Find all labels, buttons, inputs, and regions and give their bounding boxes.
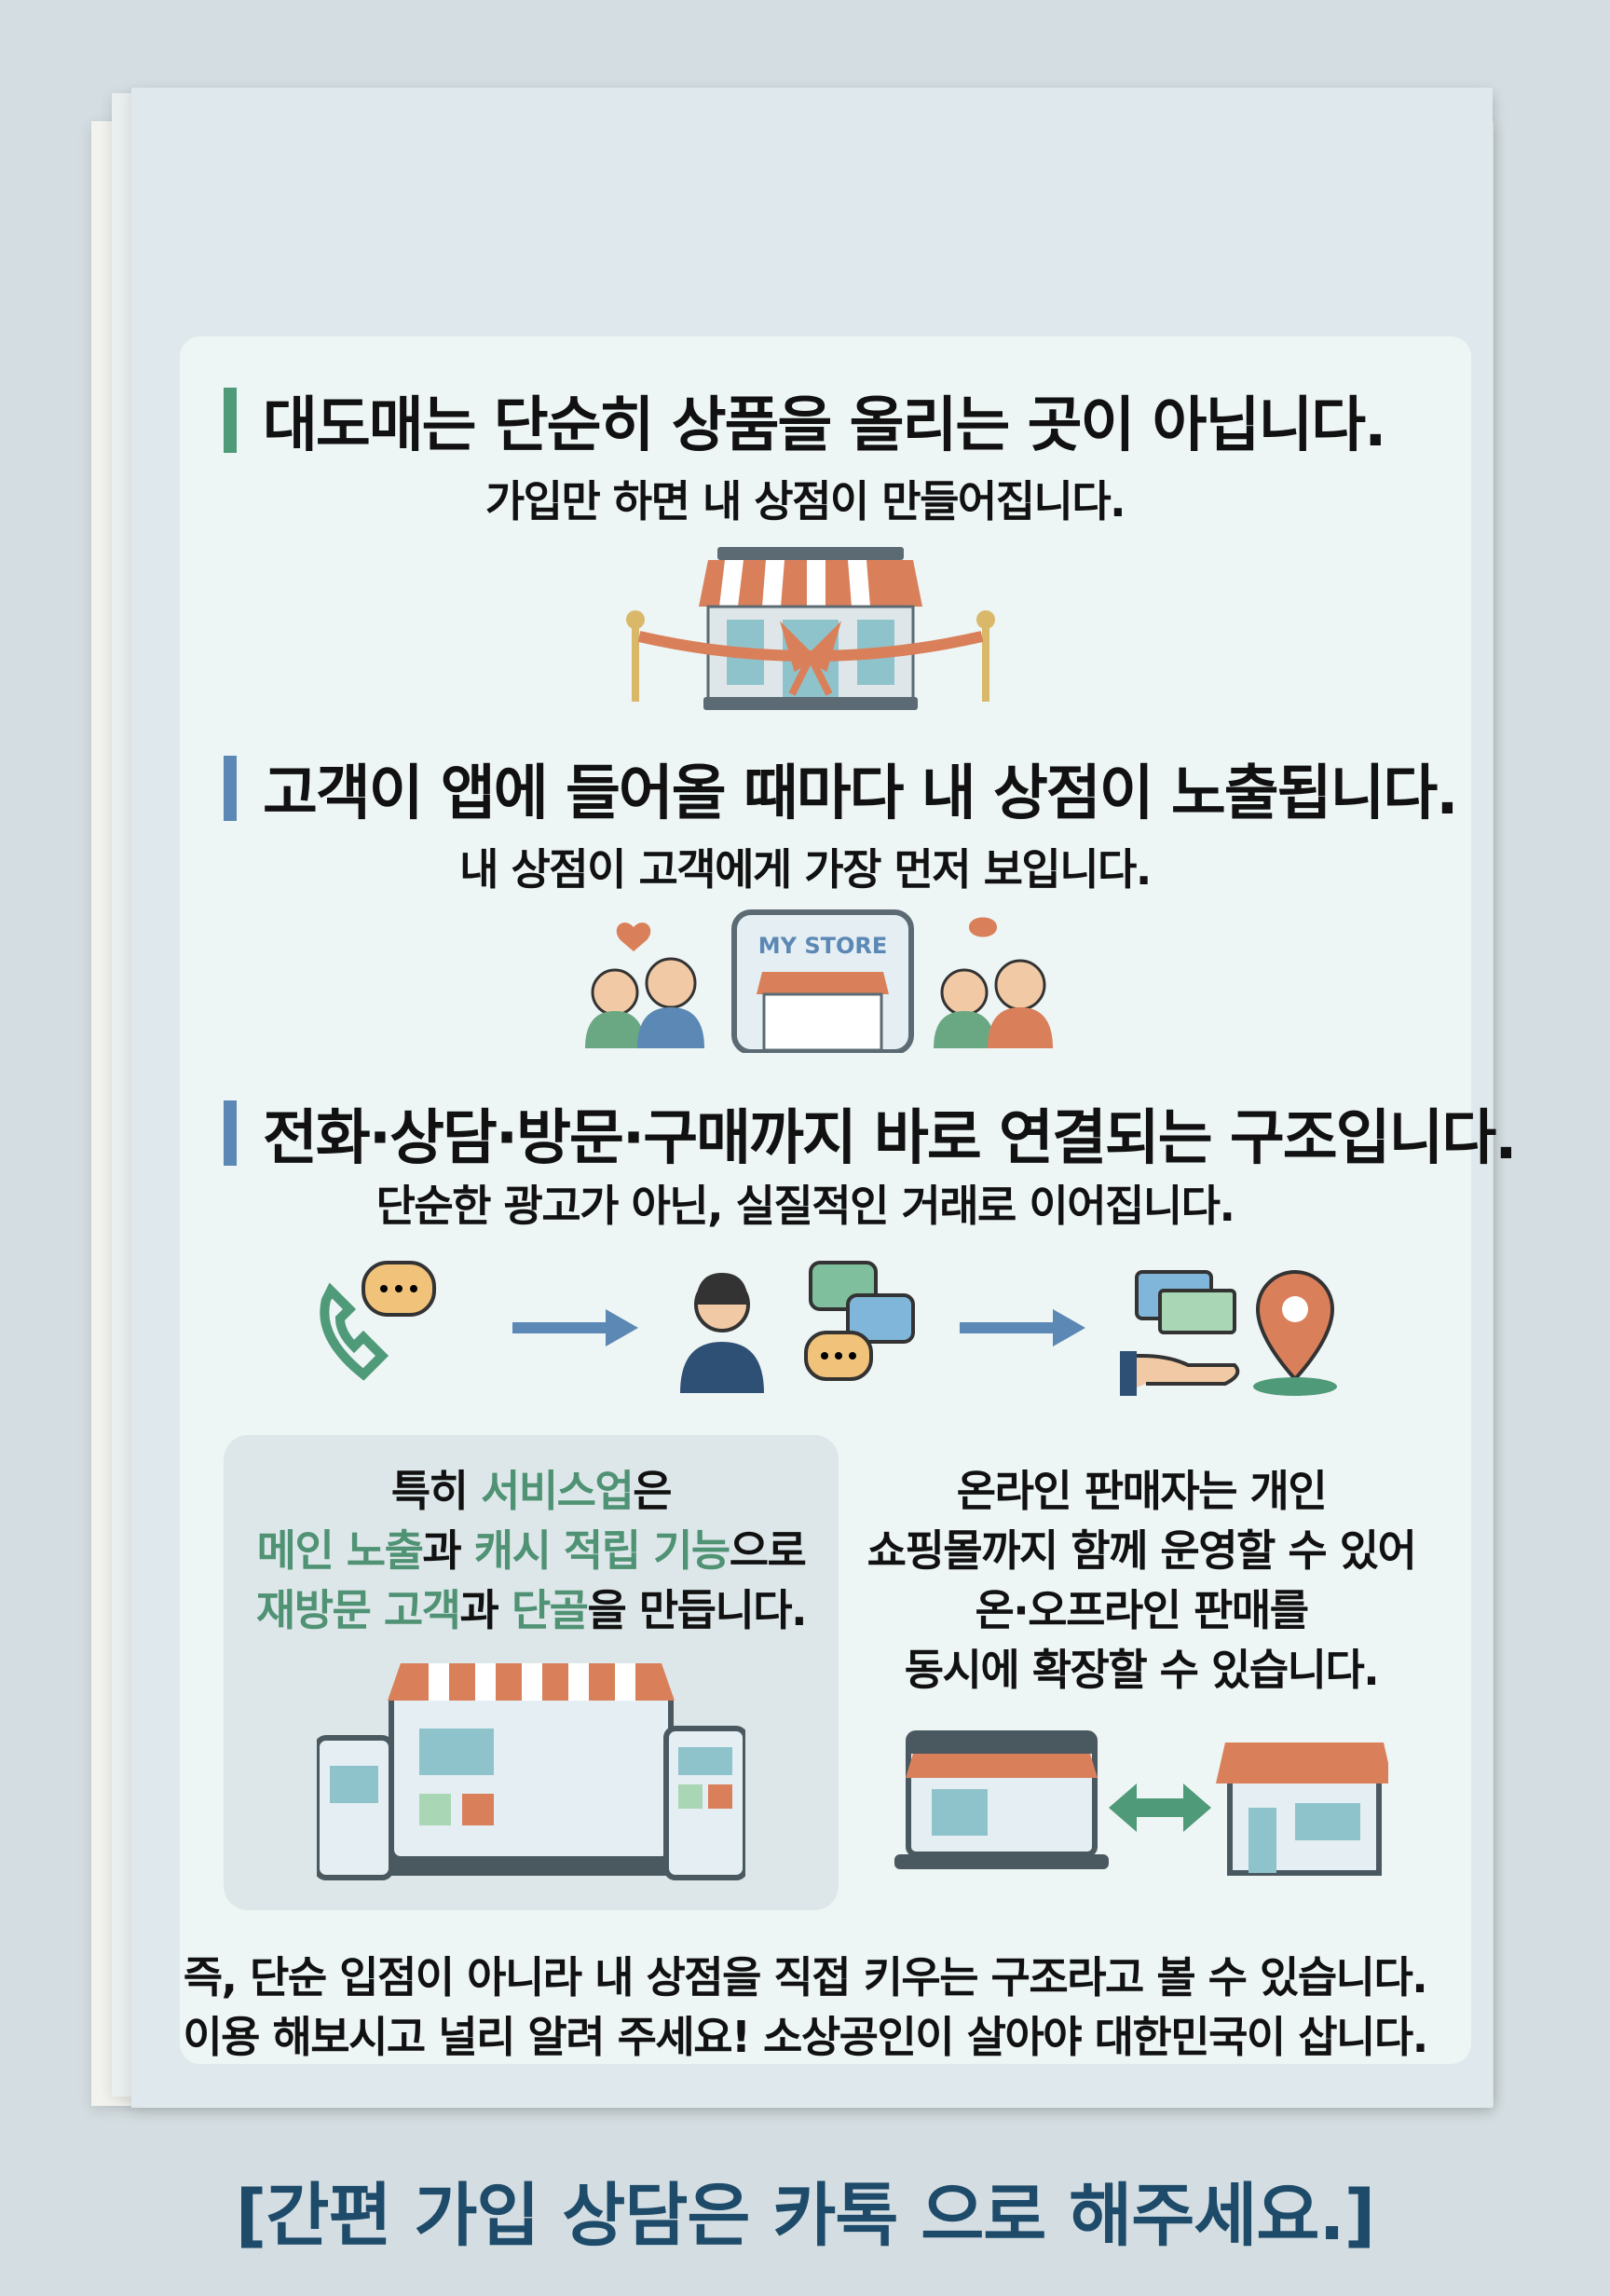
text-span: 과 <box>459 1585 512 1635</box>
text-span: 과 <box>422 1525 474 1576</box>
phone-store-label: MY STORE <box>758 933 888 959</box>
text-span: 메인 노출 <box>256 1525 424 1576</box>
text-span: 서비스업 <box>481 1466 634 1516</box>
text-span: 이용 해보시고 널리 알려 주세요! 소상공인이 살아야 대한민국이 삽니다. <box>183 2012 1428 2062</box>
kakao-signup-cta[interactable]: [간편 가입 상담은 카톡 으로 해주세요.] <box>235 2176 1376 2256</box>
text-span: 캐시 적립 기능 <box>473 1525 730 1576</box>
service-text: 특히 서비스업은 메인 노출과 캐시 적립 기능으로 재방문 고객과 단골을 만… <box>224 1461 839 1640</box>
customers-store-phone-icon: MY STORE <box>585 909 1053 1053</box>
arrow-right-icon <box>512 1309 638 1346</box>
section-1-subtitle: 가입만 하면 내 상점이 만들어집니다. <box>484 476 1126 526</box>
closing-text: 즉, 단순 입점이 아니라 내 상점을 직접 키우는 구조라고 볼 수 있습니다… <box>0 1948 1610 2067</box>
text-span: 특히 <box>390 1466 482 1516</box>
text-span: 을 만듭니다. <box>587 1585 808 1635</box>
text-span: 즉, 단순 입점이 아니라 내 상점을 직접 키우는 구조라고 볼 수 있습니다… <box>183 1952 1428 2002</box>
multi-device-store-icon <box>317 1663 745 1880</box>
consultant-chat-icon <box>680 1261 915 1393</box>
heading-text: 전화·상담·방문·구매까지 바로 연결되는 구조입니다. <box>263 1104 1518 1173</box>
accent-bar <box>224 1100 237 1166</box>
arrow-right-icon <box>960 1309 1085 1346</box>
store-ribbon-icon <box>626 547 995 710</box>
payment-location-icon <box>1120 1270 1337 1396</box>
phone-chat-icon <box>320 1261 436 1381</box>
section-3-heading: 전화·상담·방문·구매까지 바로 연결되는 구조입니다. <box>224 1090 1518 1176</box>
heading-text: 대도매는 단순히 상품을 올리는 곳이 아닙니다. <box>263 391 1386 460</box>
text-span: 재방문 고객 <box>255 1585 461 1635</box>
service-business-box: 특히 서비스업은 메인 노출과 캐시 적립 기능으로 재방문 고객과 단골을 만… <box>224 1435 839 1910</box>
text-span: 온·오프라인 판매를 <box>975 1585 1309 1635</box>
section-2-heading: 고객이 앱에 들어올 때마다 내 상점이 노출됩니다. <box>224 745 1459 831</box>
text-span: 은 <box>633 1466 672 1516</box>
text-span: 동시에 확장할 수 있습니다. <box>904 1645 1380 1695</box>
heading-text: 고객이 앱에 들어올 때마다 내 상점이 노출됩니다. <box>263 759 1459 828</box>
section-2-subtitle: 내 상점이 고객에게 가장 먼저 보입니다. <box>459 844 1152 895</box>
text-span: 쇼핑몰까지 함께 운영할 수 있어 <box>866 1525 1417 1576</box>
text-span: 단골 <box>511 1585 589 1635</box>
accent-bar <box>224 756 237 821</box>
section-1-heading: 대도매는 단순히 상품을 올리는 곳이 아닙니다. <box>224 377 1386 463</box>
accent-bar <box>224 388 237 453</box>
section-3-subtitle: 단순한 광고가 아닌, 실질적인 거래로 이어집니다. <box>375 1181 1235 1231</box>
online-offline-store-icon <box>894 1730 1388 1876</box>
text-span: 으로 <box>729 1525 807 1576</box>
text-span: 온라인 판매자는 개인 <box>956 1466 1328 1516</box>
